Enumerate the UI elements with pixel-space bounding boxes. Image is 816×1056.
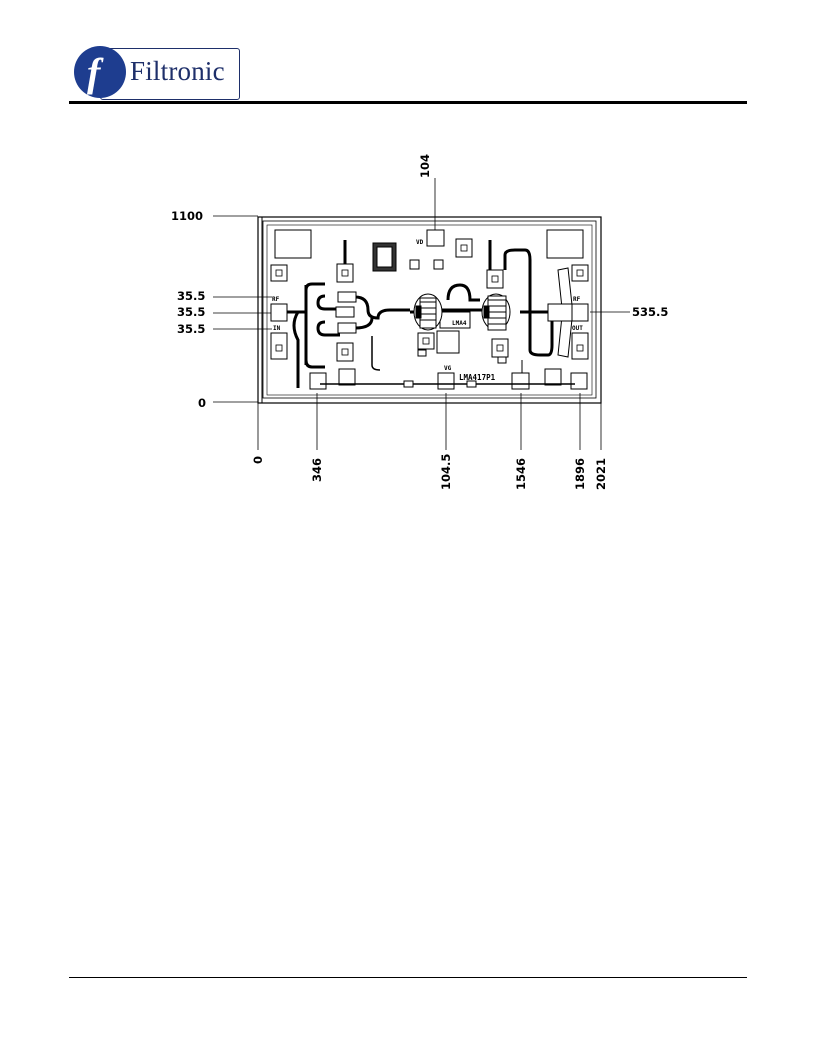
capacitors — [274, 229, 584, 354]
chip-mark-label: LMA4 — [452, 320, 467, 327]
amplifier-stage-2 — [481, 293, 511, 331]
gnd-pad-346 — [309, 372, 327, 390]
coupling-caps — [335, 291, 507, 388]
rf-in-label-b: IN — [273, 325, 281, 332]
dim-bottom-346: 346 — [310, 458, 324, 482]
rf-out-label-b: OUT — [572, 325, 583, 332]
bond-pads — [270, 229, 589, 390]
pad-centers — [275, 244, 584, 356]
dim-left-35-5-a: 35.5 — [177, 289, 205, 303]
dim-left-35-5-c: 35.5 — [177, 322, 205, 336]
rf-in-label-a: RF — [272, 296, 280, 303]
dim-left-0: 0 — [198, 396, 206, 410]
vd-label: VD — [416, 239, 424, 246]
dim-top-104: 104 — [418, 154, 432, 178]
vg-label: VG — [444, 365, 452, 372]
transmission-lines — [287, 240, 575, 388]
pad-1896 — [570, 372, 588, 390]
logo-circle-icon: f — [74, 46, 126, 98]
filtronic-logo: f Filtronic — [74, 46, 240, 100]
rf-out-pad — [571, 303, 589, 322]
dimension-lines — [213, 178, 630, 450]
dim-bottom-1546: 1546 — [514, 458, 528, 490]
header-rule — [69, 101, 747, 104]
vd-pad — [426, 229, 445, 247]
dim-bottom-104-5: 104.5 — [439, 454, 453, 490]
rf-in-pad — [270, 303, 288, 322]
dim-bottom-2021: 2021 — [594, 458, 608, 490]
company-name: Filtronic — [130, 56, 225, 86]
logo-mark: f — [87, 50, 101, 95]
chip-outline — [257, 216, 602, 404]
dim-left-35-5-b: 35.5 — [177, 305, 205, 319]
amplifier-stage-1 — [413, 293, 443, 331]
pad-1546 — [511, 372, 530, 390]
dim-bottom-0: 0 — [251, 456, 265, 464]
part-number-label: LMA417P1 — [459, 373, 496, 382]
rf-out-label-a: RF — [573, 296, 581, 303]
dim-bottom-1896: 1896 — [573, 458, 587, 490]
vg-pad — [437, 372, 455, 390]
output-stub — [547, 267, 573, 358]
dim-right-535-5: 535.5 — [632, 305, 668, 319]
footer-rule — [69, 977, 747, 978]
dim-left-1100: 1100 — [171, 209, 203, 223]
